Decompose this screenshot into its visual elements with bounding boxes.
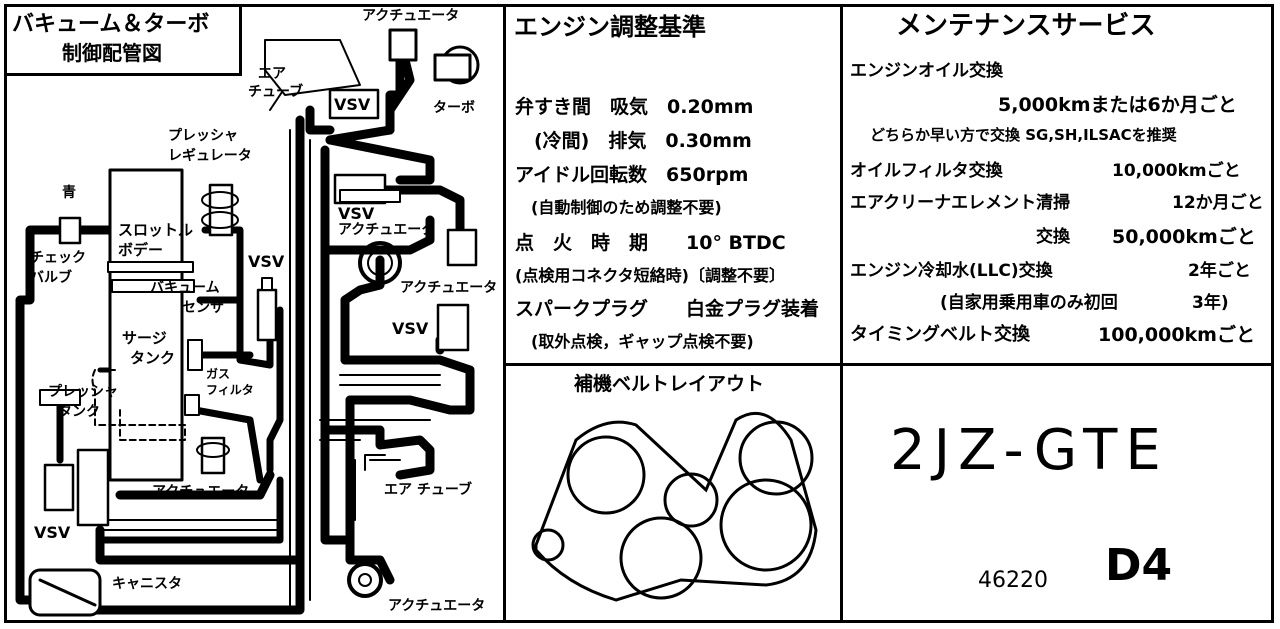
label-actuator-bottom: アクチュエータ — [152, 484, 250, 500]
label-pressure-reg-2: レギュレータ — [168, 148, 252, 164]
engine-variant: D4 — [1105, 540, 1173, 591]
spec-row-spark-note: (取外点検，ギャップ点検不要) — [515, 332, 754, 351]
maint-coolant-note-interval: 3年) — [1192, 293, 1229, 313]
label-frame — [4, 4, 1274, 623]
spec-row-idle: アイドル回転数 650rpm — [515, 164, 749, 186]
spec-row-valve-exhaust: (冷間) 排気 0.30mm — [515, 130, 752, 152]
label-gas-filter-2: フィルタ — [206, 383, 254, 397]
label-vsv-top: VSV — [334, 95, 371, 114]
vsv-top-box — [328, 88, 380, 120]
vsv-right-box — [436, 303, 470, 352]
maint-oil-label: エンジンオイル交換 — [850, 61, 1003, 81]
canister-shape — [76, 448, 110, 527]
maint-timing-interval: 100,000kmごと — [1098, 324, 1255, 346]
maint-air-label: エアクリーナエレメント清掃 — [850, 193, 1071, 213]
hose-actuator-bottom — [115, 470, 275, 500]
label-pressure-reg-1: プレッシャ — [168, 128, 238, 144]
spec-row-ignition: 点 火 時 期 10° BTDC — [515, 232, 786, 254]
hose-turbo-actuator — [325, 55, 405, 145]
pulley-idler-mid — [663, 472, 719, 528]
divider-middle — [503, 363, 1274, 366]
maint-filter-label: オイルフィルタ交換 — [850, 161, 1003, 181]
label-vsv-mid: VSV — [248, 252, 285, 271]
label-blue: 青 — [62, 185, 76, 201]
maint-timing-label: タイミングベルト交換 — [850, 324, 1030, 345]
vacuum-title-box — [6, 6, 242, 76]
maintenance-title: メンテナンスサービス — [896, 11, 1156, 41]
belt-path — [534, 411, 818, 602]
pulley-small — [531, 528, 565, 562]
spec-row-ignition-note: (点検用コネクタ短絡時)〔調整不要〕 — [515, 266, 785, 285]
hose-left-outer — [15, 225, 75, 605]
belt-diagram — [531, 411, 818, 602]
label-check-valve-1: チェック — [30, 250, 86, 266]
pulley-water-pump — [619, 516, 703, 600]
label-actuator-top: アクチュエータ — [362, 8, 460, 24]
maint-air-replace-interval: 50,000kmごと — [1112, 226, 1256, 248]
label-pressure-tank-2: タンク — [58, 404, 100, 420]
spec-title: エンジン調整基準 — [514, 13, 706, 41]
label-gas-filter-1: ガス — [206, 367, 231, 381]
maint-air-replace-label: 交換 — [1036, 227, 1070, 247]
engine-code: 2JZ-GTE — [890, 418, 1169, 483]
label-pressure-tank-1: プレッシャ — [48, 384, 118, 400]
vsv-left-box — [43, 463, 75, 512]
label-surge-2: タンク — [130, 349, 176, 367]
vacuum-title-line1: バキューム＆ターボ — [12, 12, 210, 37]
divider-left — [503, 4, 506, 623]
maint-oil-interval: 5,000kmまたは6か月ごと — [998, 94, 1237, 116]
spec-row-idle-note: (自動制御のため調整不要) — [515, 198, 722, 217]
pulley-idler-top — [566, 435, 646, 515]
label-vsv-mid2: VSV — [338, 204, 375, 223]
check-valve-shape — [58, 216, 82, 245]
maint-oil-note: どちらか早い方で交換 SG,SH,ILSACを推奨 — [870, 126, 1177, 144]
vacuum-piping-diagram — [15, 28, 480, 617]
label-air-tube-bottom: エア チューブ — [384, 482, 473, 498]
maint-coolant-label: エンジン冷却水(LLC)交換 — [850, 261, 1053, 281]
hose-right-vertical — [320, 145, 350, 545]
spec-row-spark-plug: スパークプラグ 白金プラグ装着 — [515, 298, 820, 320]
pulley-alternator — [738, 420, 814, 496]
label-throttle-1: スロットル — [118, 221, 194, 239]
label-vacuum-sensor-2: センサ — [182, 300, 224, 316]
label-surge-1: サージ — [122, 329, 167, 347]
label-air-tube-top-2: チューブ — [248, 84, 304, 100]
actuator-mid-circle — [358, 241, 402, 285]
hose-actuator-mid — [340, 255, 385, 365]
divider-right — [840, 4, 843, 623]
maint-coolant-note: (自家用乗用車のみ初回 — [940, 293, 1118, 313]
part-number: 46220 — [978, 568, 1048, 593]
maint-filter-interval: 10,000kmごと — [1112, 161, 1241, 181]
label-throttle-2: ボデー — [118, 241, 164, 259]
label-vsv-right: VSV — [392, 319, 429, 338]
label-actuator-right: アクチュエータ — [400, 280, 498, 296]
actuator-bottom-circle — [347, 562, 383, 598]
vacuum-title-line2: 制御配管図 — [62, 41, 162, 65]
label-check-valve-2: バルブ — [30, 270, 72, 286]
label-canister: キャニスタ — [112, 576, 182, 592]
spec-row-valve-intake: 弁すき間 吸気 0.20mm — [515, 96, 754, 118]
label-vsv-left: VSV — [34, 523, 71, 542]
label-turbo: ターボ — [433, 100, 475, 116]
label-actuator-mid: アクチュエータ — [338, 222, 436, 238]
hose-main-vertical — [95, 115, 305, 565]
pulley-crank — [719, 478, 813, 572]
label-actuator-lowest: アクチュエータ — [388, 598, 486, 614]
label-air-tube-top-1: エア — [258, 66, 286, 82]
label-vacuum-sensor-1: バキューム — [150, 280, 220, 296]
air-tube-top — [264, 39, 361, 96]
surge-tank-body — [108, 168, 184, 482]
maint-air-interval: 12か月ごと — [1172, 193, 1264, 213]
maint-coolant-interval: 2年ごと — [1188, 261, 1251, 281]
belt-title: 補機ベルトレイアウト — [574, 373, 765, 395]
